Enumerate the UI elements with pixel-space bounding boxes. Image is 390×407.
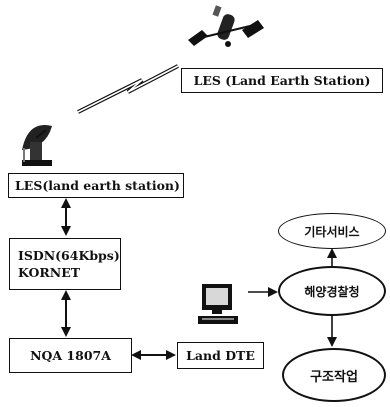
rescue-work-label: 구조작업 — [310, 369, 358, 385]
les-left-label: LES(land earth station) — [15, 178, 180, 193]
isdn-line2-label: KORNET — [18, 265, 81, 280]
les-top-label: LES (Land Earth Station) — [193, 73, 371, 88]
dish-antenna-icon — [22, 125, 52, 166]
maritime-police-label: 해양경찰청 — [304, 284, 360, 299]
land-dte-box: Land DTE — [177, 342, 264, 369]
land-dte-label: Land DTE — [186, 348, 255, 363]
computer-terminal-icon — [198, 284, 238, 324]
maritime-police-oval: 해양경찰청 — [278, 266, 386, 316]
les-left-box: LES(land earth station) — [8, 173, 184, 198]
satellite-icon — [188, 5, 264, 47]
isdn-box: ISDN(64Kbps) KORNET — [9, 238, 121, 290]
nqa-label: NQA 1807A — [30, 348, 111, 363]
other-services-label: 기타서비스 — [304, 224, 360, 239]
rescue-work-oval: 구조작업 — [282, 348, 386, 402]
other-services-oval: 기타서비스 — [278, 213, 386, 249]
isdn-line1-label: ISDN(64Kbps) — [18, 248, 120, 263]
nqa-box: NQA 1807A — [9, 338, 132, 373]
les-top-box: LES (Land Earth Station) — [181, 68, 383, 93]
